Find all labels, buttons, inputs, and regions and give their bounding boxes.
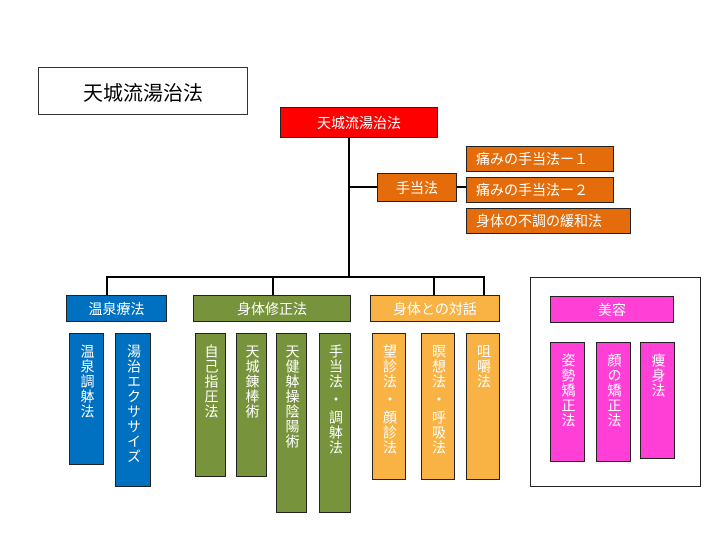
teate-node: 手当法: [377, 173, 457, 202]
connector-teate-branch: [348, 186, 378, 188]
category-taiwa: 身体との対話: [370, 295, 500, 322]
connector-shintai: [272, 276, 274, 295]
connector-taiwa: [433, 276, 435, 295]
item-text: 天城錬棒術: [243, 344, 260, 419]
item-text: 天健躰操陰陽術: [283, 344, 300, 449]
item-text: 姿勢矯正法: [559, 353, 576, 428]
item-text: 湯治エクササイズ: [125, 344, 141, 464]
shintai-item-3: 天健躰操陰陽術: [276, 333, 307, 513]
item-text: 顔の矯正法: [605, 353, 622, 428]
connector-teate-right: [456, 186, 466, 188]
category-onsen: 温泉療法: [66, 295, 167, 322]
taiwa-item-2: 瞑想法 ・ 呼吸法: [421, 333, 455, 480]
category-biyou: 美容: [550, 296, 674, 323]
connector-onsen: [106, 276, 108, 295]
biyou-item-2: 顔の矯正法: [596, 342, 631, 462]
connector-right-end: [483, 276, 485, 295]
taiwa-item-3: 咀嚼法: [466, 333, 500, 480]
item-text-line-1: 手当法: [327, 344, 343, 389]
biyou-item-3: 痩身法: [640, 342, 675, 459]
teate-item-3: 身体の不調の緩和法: [466, 208, 631, 234]
teate-item-2: 痛みの手当法ー２: [466, 177, 614, 203]
category-shintai: 身体修正法: [193, 295, 351, 322]
shintai-item-4: 手当法 ・ 調躰法: [319, 333, 351, 513]
item-text-line-1: 望診法: [381, 344, 397, 389]
connector-root-trunk: [348, 137, 350, 277]
item-separator: ・: [430, 392, 446, 407]
onsen-item-2: 湯治エクササイズ: [115, 333, 151, 487]
onsen-item-1: 温泉調躰法: [69, 333, 104, 465]
page-title: 天城流湯治法: [38, 67, 248, 115]
item-text: 痩身法: [649, 353, 666, 398]
item-text: 咀嚼法: [475, 344, 491, 389]
item-text-line-1: 瞑想法: [430, 344, 446, 389]
item-separator: ・: [381, 392, 397, 407]
root-node: 天城流湯治法: [280, 107, 438, 138]
shintai-item-1: 自己指圧法: [195, 333, 226, 477]
taiwa-item-1: 望診法 ・ 顔診法: [372, 333, 406, 480]
connector-horizontal: [106, 276, 484, 278]
item-text-line-2: 調躰法: [327, 410, 343, 455]
item-separator: ・: [327, 392, 343, 407]
item-text-line-2: 呼吸法: [430, 410, 446, 455]
teate-item-1: 痛みの手当法ー１: [466, 146, 614, 172]
item-text-line-2: 顔診法: [381, 410, 397, 455]
item-text: 自己指圧法: [202, 344, 219, 419]
item-text: 温泉調躰法: [78, 344, 95, 419]
biyou-item-1: 姿勢矯正法: [550, 342, 585, 462]
shintai-item-2: 天城錬棒術: [236, 333, 267, 477]
